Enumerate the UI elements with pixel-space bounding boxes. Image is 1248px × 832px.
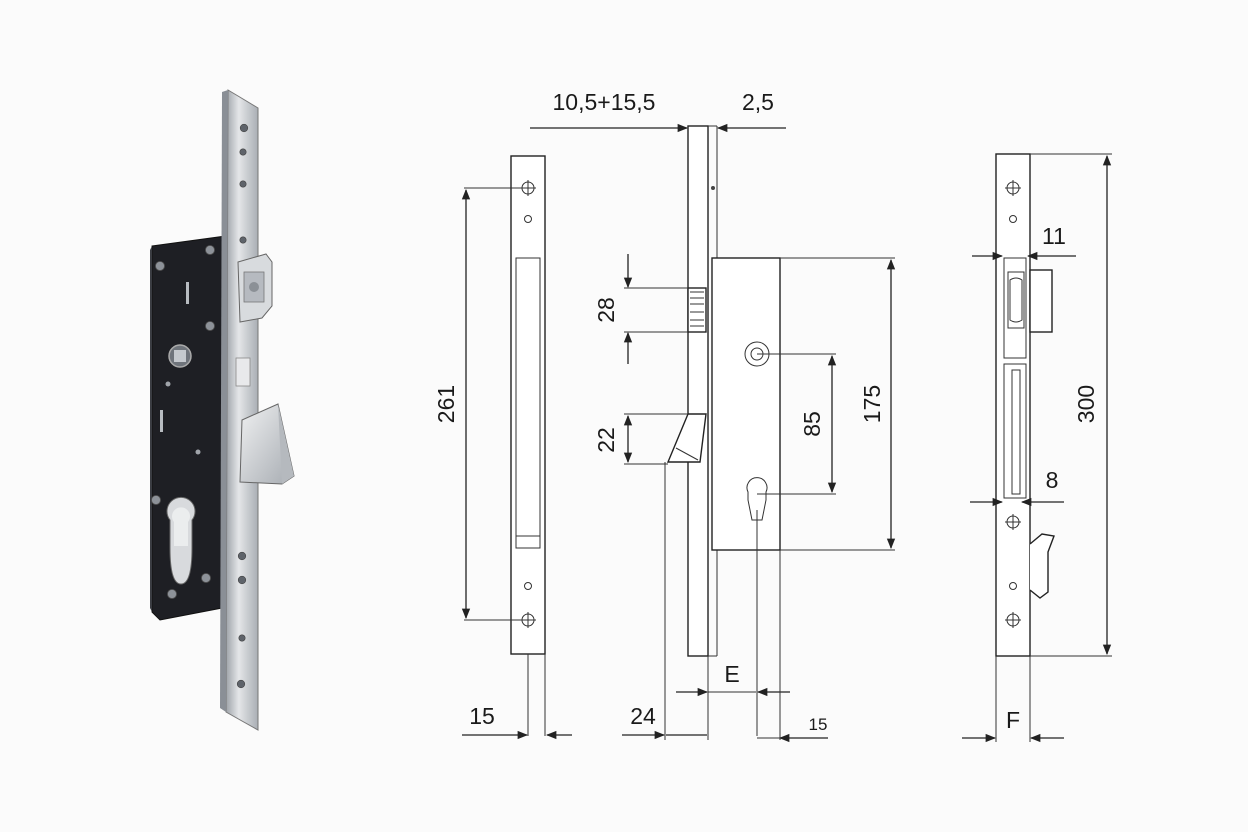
- dim-cylinder-offset: 15: [809, 715, 828, 734]
- lock-product-render: [150, 89, 295, 731]
- dim-case-depth: 24: [630, 703, 656, 729]
- front-view: 261 15: [433, 155, 572, 740]
- dim-faceplate-thickness: 2,5: [742, 89, 774, 115]
- rear-faceplate: [995, 153, 1031, 657]
- dim-center-distance: 85: [799, 411, 825, 437]
- side-faceplate: [687, 125, 709, 657]
- dim-faceplate-width: 15: [469, 703, 495, 729]
- dim-case-height: 175: [859, 385, 885, 423]
- dim-backset-range: 10,5+15,5: [553, 89, 656, 115]
- front-faceplate: [510, 155, 546, 655]
- side-case: [711, 257, 781, 551]
- dim-faceplate-length: 300: [1073, 385, 1099, 423]
- dim-hook-height: 22: [593, 427, 619, 453]
- latch-bolt: [237, 253, 273, 323]
- dim-latch-height: 28: [593, 297, 619, 323]
- faceplate: [225, 89, 259, 731]
- side-latch: [687, 287, 707, 333]
- dim-faceplate-hole-span: 261: [433, 385, 459, 423]
- side-view: 10,5+15,5 2,5 28 22 85 175 24 E: [530, 89, 896, 743]
- dim-backset-label: E: [724, 661, 739, 687]
- dim-side-offset-top: 11: [1042, 223, 1066, 249]
- side-hook: [666, 413, 707, 463]
- rear-view: 300 11 8 F: [962, 153, 1112, 743]
- dim-front-width-label: F: [1006, 707, 1020, 733]
- dim-side-offset-bottom: 8: [1046, 467, 1059, 493]
